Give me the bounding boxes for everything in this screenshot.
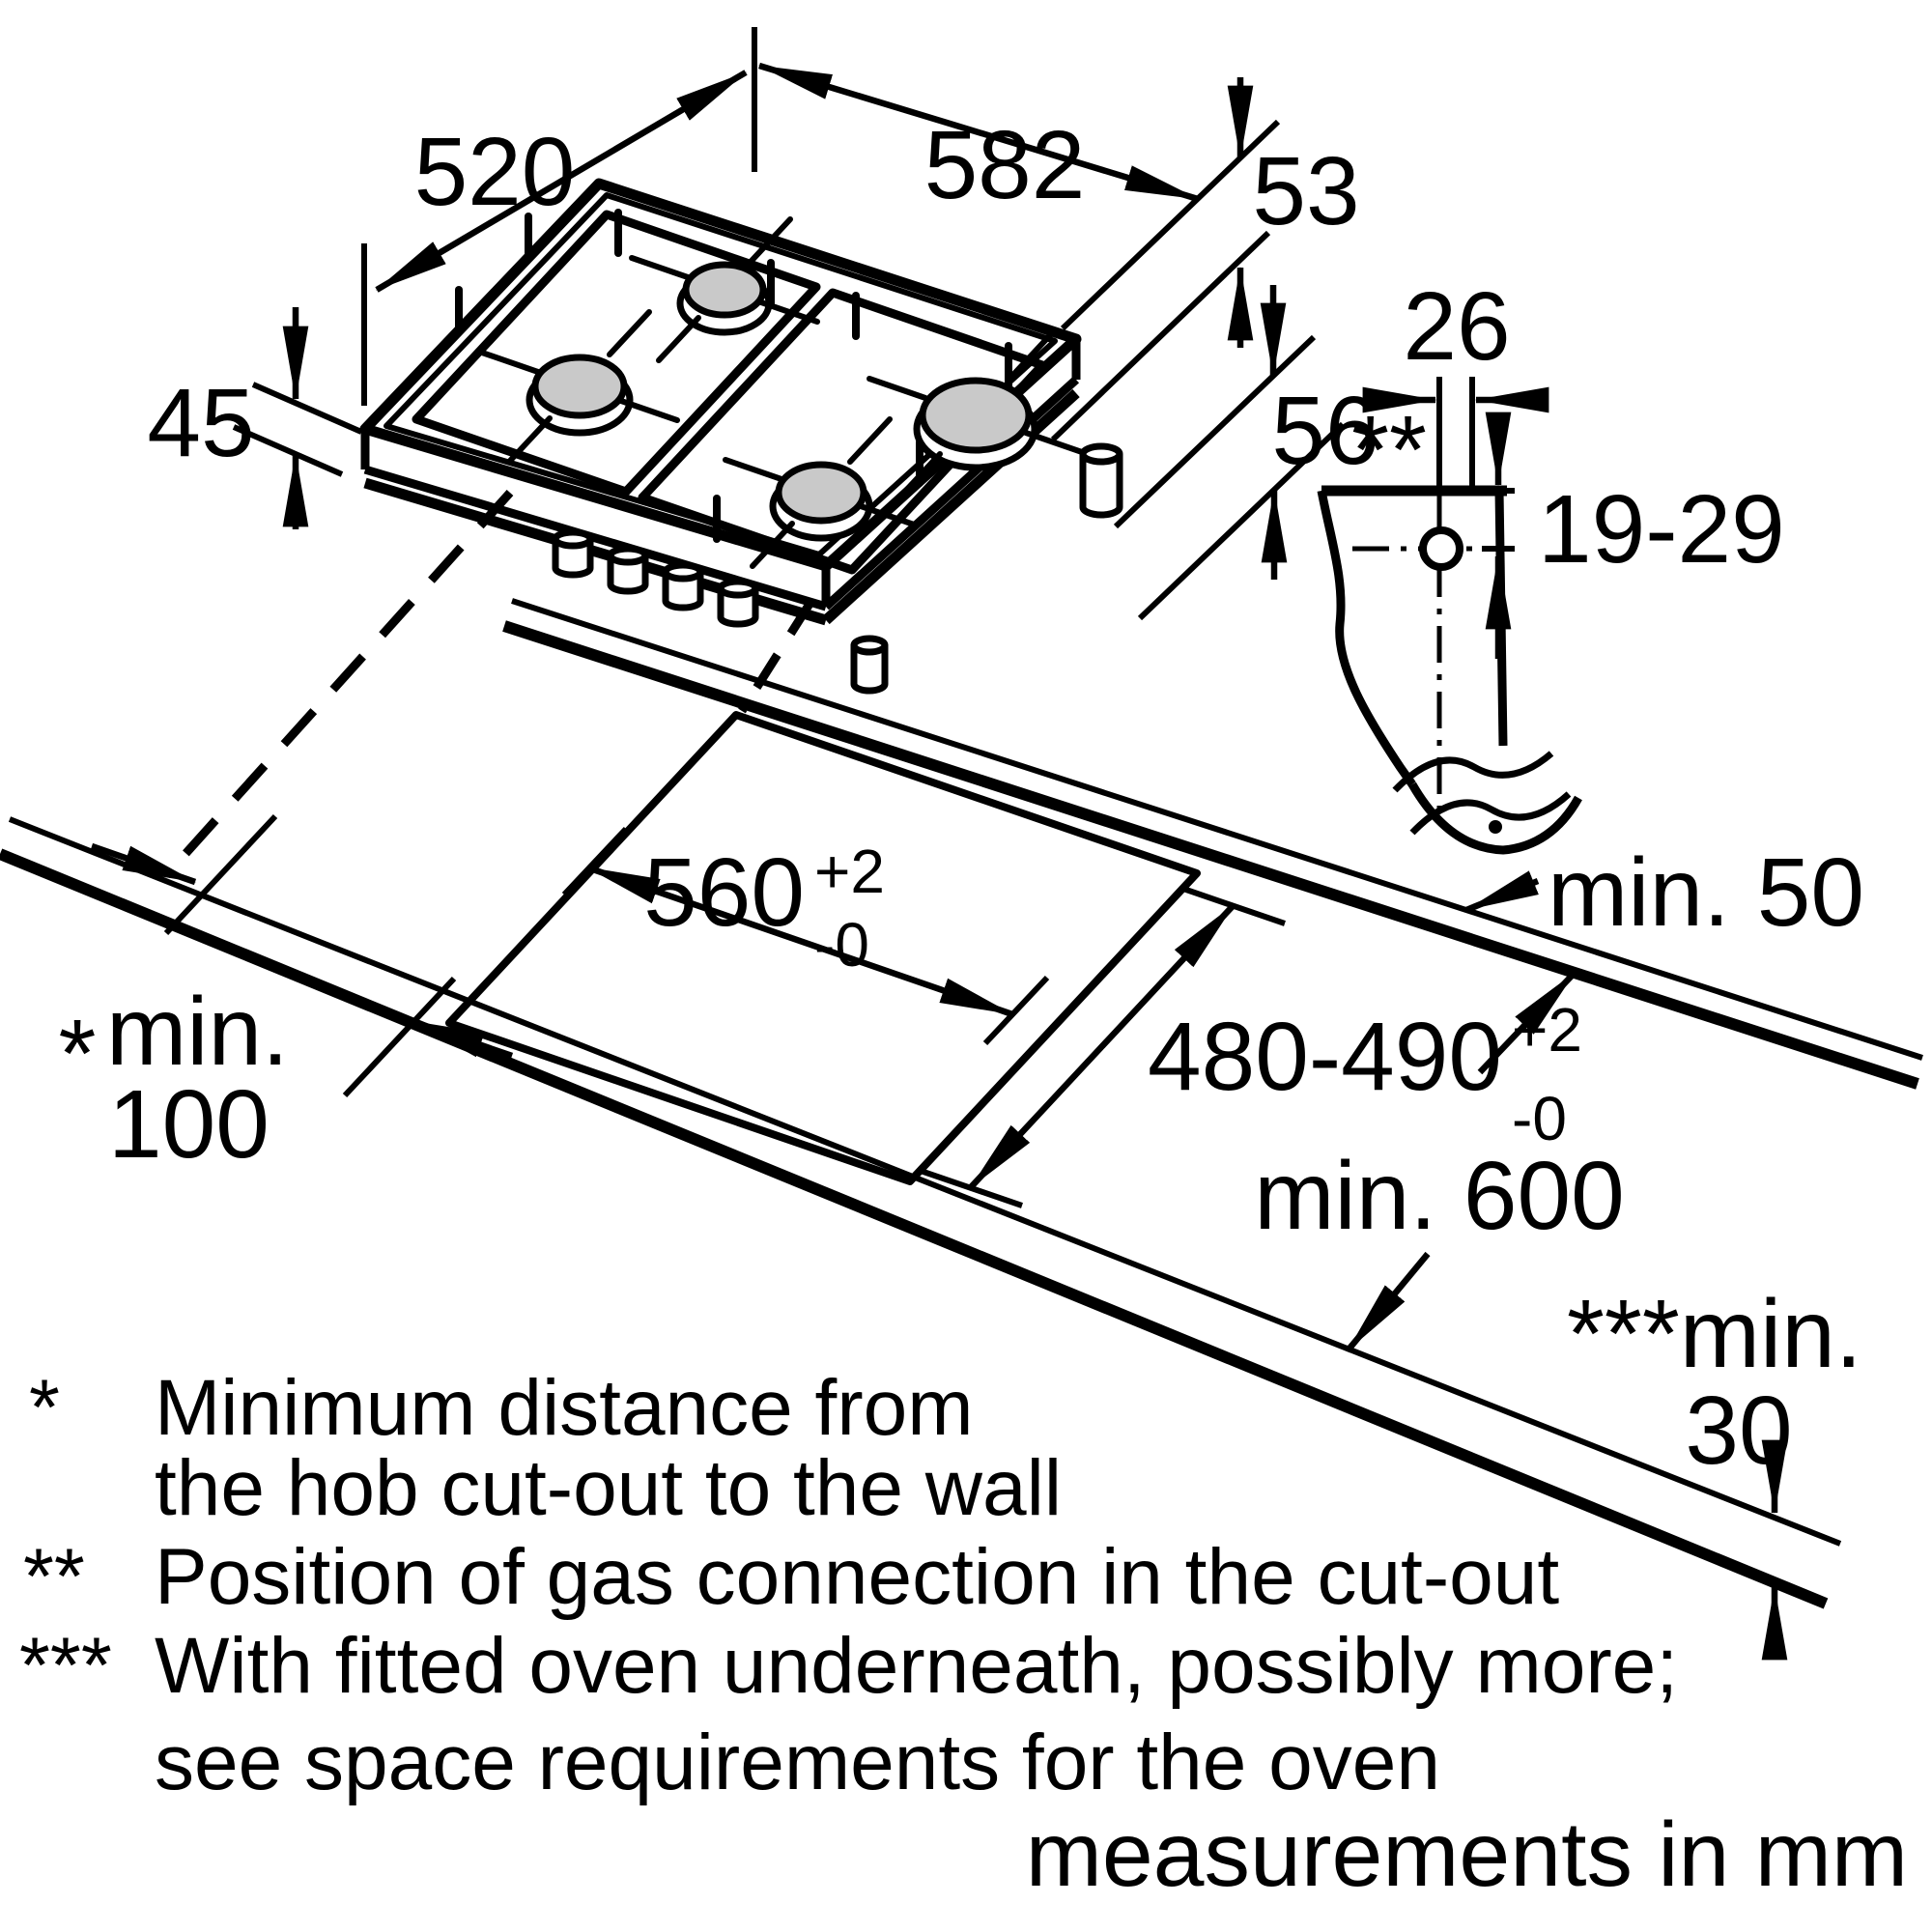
- footnote-3-line-1: With fitted oven underneath, possibly mo…: [155, 1622, 1678, 1710]
- projection-dashed-line-short: [738, 598, 815, 714]
- worktop-rear-edge-thick: [502, 620, 1919, 1090]
- label-hole-range: 19-29: [1538, 475, 1785, 583]
- footnote-1-line-2: the hob cut-out to the wall: [155, 1444, 1062, 1532]
- label-wall-value: 100: [108, 1070, 270, 1179]
- dimension-labels: 520 582 53 45 56 26 ** 19-29 560 +2 -0 4…: [59, 111, 1864, 1485]
- footnote-2-line-1: Position of gas connection in the cut-ou…: [155, 1533, 1559, 1621]
- dim-560: [561, 826, 1050, 1046]
- label-cutout-depth-tol-minus: -0: [1512, 1084, 1567, 1153]
- label-wall-star: *: [59, 1000, 97, 1108]
- label-hob-width: 582: [924, 111, 1086, 219]
- label-grate-clearance: 53: [1252, 137, 1359, 245]
- control-knob-top: [717, 578, 759, 599]
- label-min-rear: min. 50: [1548, 838, 1864, 947]
- worktop-view: [0, 489, 1923, 1661]
- dim-19-29: [1482, 412, 1515, 659]
- control-knob-top: [607, 545, 649, 566]
- dim-56: [1113, 285, 1346, 621]
- control-knobs: [552, 528, 759, 628]
- footnote-1-line-1: Minimum distance from: [155, 1364, 974, 1452]
- label-cutout-width-tol-plus: +2: [814, 837, 885, 906]
- label-hob-height: 45: [147, 369, 254, 477]
- dim-480-490: [920, 886, 1286, 1208]
- label-pipe-marker: **: [1351, 396, 1427, 504]
- label-below-worktop: 56: [1271, 377, 1378, 485]
- burner-front: [775, 461, 867, 525]
- burner-rear: [682, 261, 767, 319]
- label-front-prefix: ***min.: [1567, 1280, 1862, 1388]
- dim-45: [232, 307, 363, 529]
- dim-min50-arrow: [1464, 870, 1540, 914]
- burner-right: [919, 377, 1033, 454]
- control-knob-top: [662, 561, 704, 582]
- pan-support-frame-right: [638, 288, 1047, 575]
- units-note: measurements in mm: [1026, 1804, 1908, 1906]
- dim-min100: [90, 813, 514, 1098]
- hob-feet: [850, 442, 1123, 695]
- label-wall-min-word: min.: [106, 978, 289, 1086]
- hob-isometric-view: [232, 27, 1346, 695]
- worktop-front-edge-thick: [0, 848, 1829, 1609]
- control-knob-top: [552, 528, 594, 550]
- label-cutout-width-tol-minus: -0: [814, 910, 869, 980]
- worktop-rear-edge-thin: [511, 598, 1923, 1061]
- hob-foot-front-top: [850, 635, 889, 656]
- hob-cutout-outline: [445, 711, 1201, 1185]
- gas-connection-hole: [1419, 526, 1463, 571]
- footnote-1-marker: *: [29, 1364, 60, 1452]
- label-cutout-width: 560: [643, 838, 805, 947]
- hob-foot-right-top: [1079, 442, 1123, 466]
- dim-520-582: [361, 27, 1200, 406]
- label-front-value: 30: [1685, 1377, 1792, 1485]
- footnotes: * Minimum distance from the hob cut-out …: [19, 1364, 1678, 1806]
- label-pipe-offset: 26: [1403, 272, 1510, 381]
- dim-min600: [1346, 970, 1577, 1352]
- dim-53: [1050, 77, 1281, 442]
- label-hob-depth: 520: [414, 118, 576, 226]
- grate-fingers: [479, 216, 1085, 569]
- footnote-3-marker: ***: [19, 1622, 112, 1710]
- label-cutout-depth-tol-plus: +2: [1512, 995, 1582, 1065]
- projection-dashed-line: [162, 489, 514, 879]
- gas-connection-detail: [1317, 377, 1582, 855]
- footnote-3-line-2: see space requirements for the oven: [155, 1719, 1440, 1806]
- hob-foot-front: [850, 645, 889, 695]
- detail-left-profile: [1317, 490, 1416, 787]
- dim-26: [1362, 377, 1549, 495]
- burner-left: [531, 354, 628, 419]
- detail-break-wave-2: [1409, 791, 1572, 836]
- label-cutout-depth: 480-490: [1148, 1003, 1502, 1111]
- label-min-depth: min. 600: [1254, 1142, 1625, 1250]
- worktop-front-edge-thin: [8, 816, 1842, 1547]
- hob-foot-right: [1079, 454, 1123, 519]
- detail-centerline-dot: [1489, 820, 1502, 834]
- footnote-2-marker: **: [23, 1533, 85, 1621]
- detail-break-wave-1: [1392, 751, 1554, 793]
